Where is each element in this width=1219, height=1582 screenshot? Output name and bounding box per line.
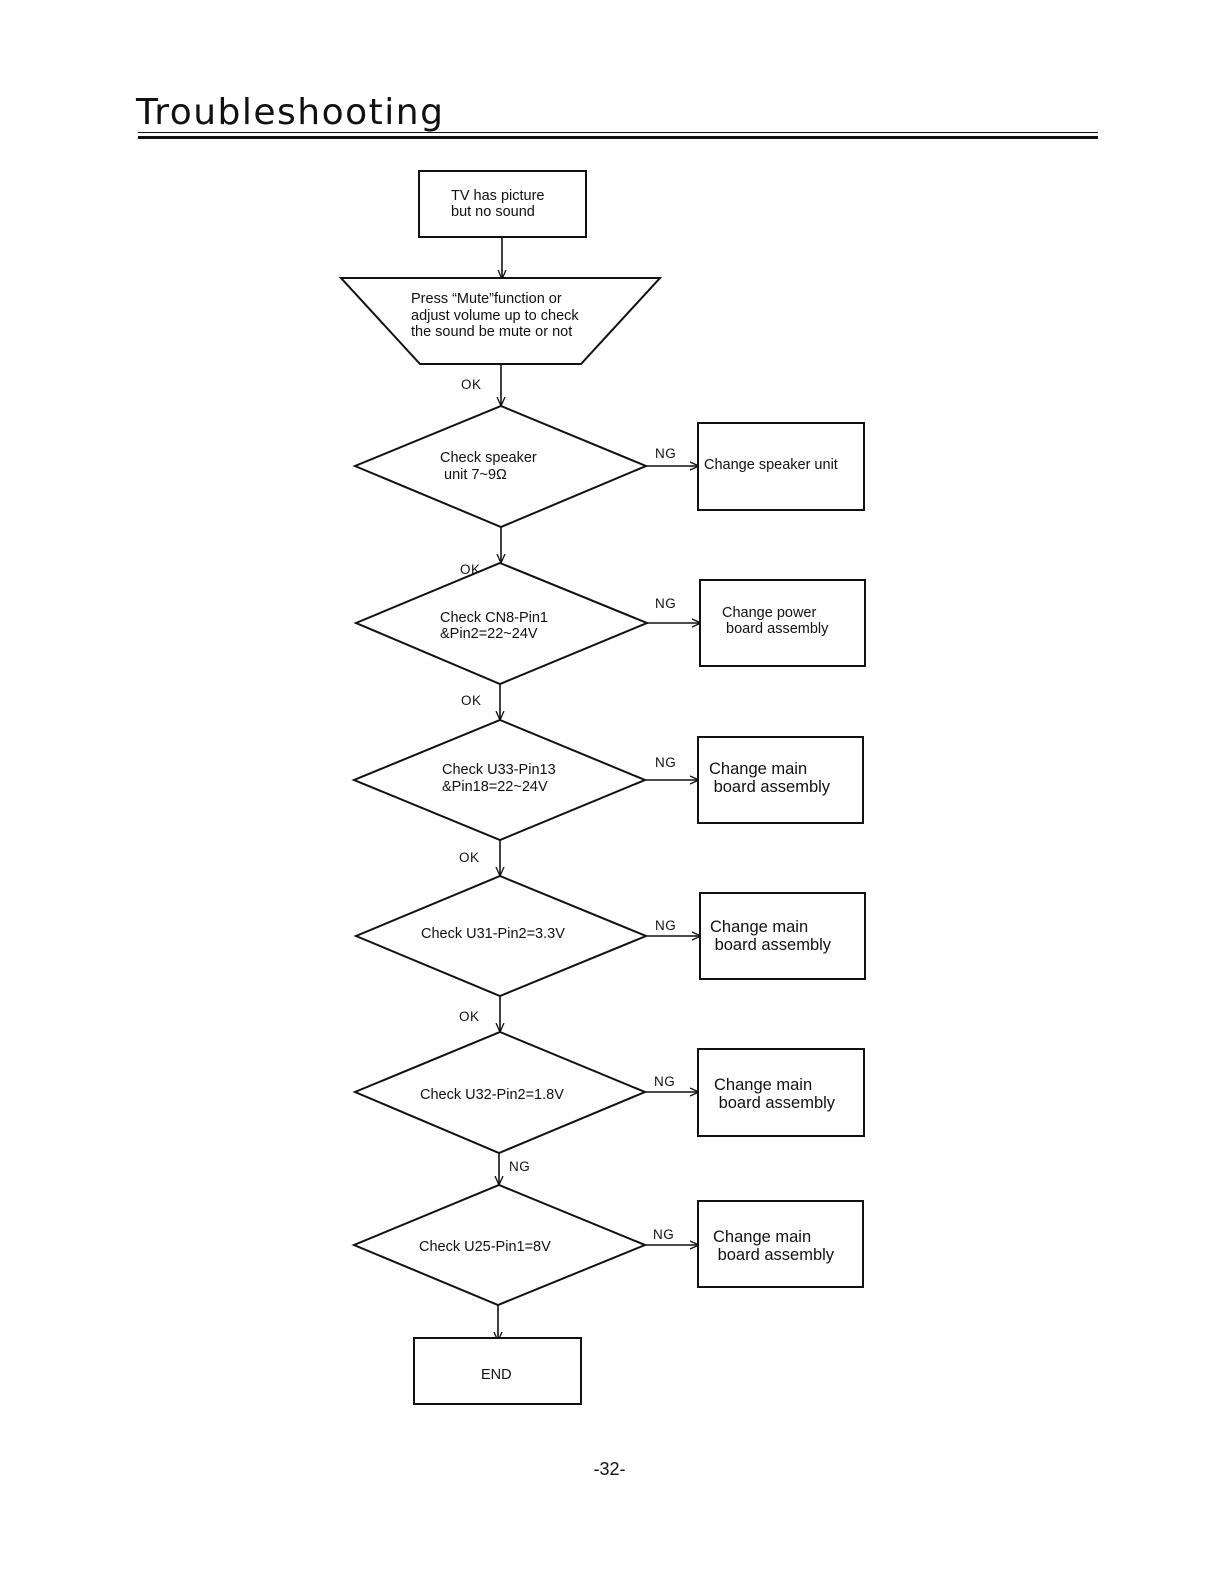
action5-line-1: Change main <box>714 1076 812 1094</box>
decision-check-u33: Check U33-Pin13 &Pin18=22~24V <box>351 718 648 842</box>
edge-label-ng-1: NG <box>655 446 676 461</box>
check2-line-2: &Pin2=22~24V <box>440 626 538 642</box>
check6-line-1: Check U25-Pin1=8V <box>419 1239 551 1255</box>
action-change-main-board-4: Change main board assembly <box>697 1200 864 1288</box>
edge-label-ng-3: NG <box>655 755 676 770</box>
start-line-1: TV has picture <box>451 188 545 204</box>
decision-check-u25: Check U25-Pin1=8V <box>351 1183 648 1307</box>
start-node: TV has picture but no sound <box>418 170 587 238</box>
check3-line-2: &Pin18=22~24V <box>442 779 548 795</box>
action2-line-2: board assembly <box>722 621 829 637</box>
edge-label-ng-4: NG <box>655 918 676 933</box>
edge-label-ok-4: OK <box>459 850 480 865</box>
mute-check-line-2: adjust volume up to check <box>411 308 579 324</box>
action-change-main-board-2: Change main board assembly <box>699 892 866 980</box>
action1-line-1: Change speaker unit <box>704 457 838 473</box>
page-number: -32- <box>593 1459 626 1479</box>
mute-check-line-1: Press “Mute”function or <box>411 291 562 307</box>
action2-line-1: Change power <box>722 605 816 621</box>
check4-line-1: Check U31-Pin2=3.3V <box>421 926 565 942</box>
decision-check-u32: Check U32-Pin2=1.8V <box>352 1030 648 1155</box>
edge-label-ng-7: NG <box>653 1227 674 1242</box>
decision-check-speaker: Check speaker unit 7~9Ω <box>352 404 649 529</box>
mute-check-node: Press “Mute”function or adjust volume up… <box>338 277 663 365</box>
action-change-power-board: Change power board assembly <box>699 579 866 667</box>
edge-label-ok-1: OK <box>461 377 482 392</box>
start-line-2: but no sound <box>451 204 535 220</box>
check2-line-1: Check CN8-Pin1 <box>440 610 548 626</box>
action5-line-2: board assembly <box>714 1094 836 1112</box>
check5-line-1: Check U32-Pin2=1.8V <box>420 1087 564 1103</box>
page-title: Troubleshooting <box>136 92 445 133</box>
decision-check-u31: Check U31-Pin2=3.3V <box>353 874 649 998</box>
check1-line-2: unit 7~9Ω <box>440 467 507 483</box>
action-change-main-board-3: Change main board assembly <box>697 1048 865 1137</box>
title-rule-thick <box>138 136 1098 139</box>
edge-label-ng-5: NG <box>654 1074 675 1089</box>
action3-line-2: board assembly <box>709 778 831 796</box>
mute-check-line-3: the sound be mute or not <box>411 324 572 340</box>
action6-line-2: board assembly <box>713 1246 835 1264</box>
check1-line-1: Check speaker <box>440 450 537 466</box>
end-node: END <box>413 1337 582 1405</box>
edge-label-ng-6: NG <box>509 1159 530 1174</box>
action3-line-1: Change main <box>709 760 807 778</box>
action4-line-1: Change main <box>710 918 808 936</box>
check3-line-1: Check U33-Pin13 <box>442 762 556 778</box>
end-label: END <box>481 1367 512 1383</box>
title-rule-thin <box>138 132 1098 133</box>
action-change-speaker-unit: Change speaker unit <box>697 422 865 511</box>
action4-line-2: board assembly <box>710 936 832 954</box>
decision-check-cn8: Check CN8-Pin1 &Pin2=22~24V <box>353 561 650 686</box>
action-change-main-board-1: Change main board assembly <box>697 736 864 824</box>
edge-label-ng-2: NG <box>655 596 676 611</box>
edge-label-ok-3: OK <box>461 693 482 708</box>
edge-label-ok-5: OK <box>459 1009 480 1024</box>
action6-line-1: Change main <box>713 1228 811 1246</box>
